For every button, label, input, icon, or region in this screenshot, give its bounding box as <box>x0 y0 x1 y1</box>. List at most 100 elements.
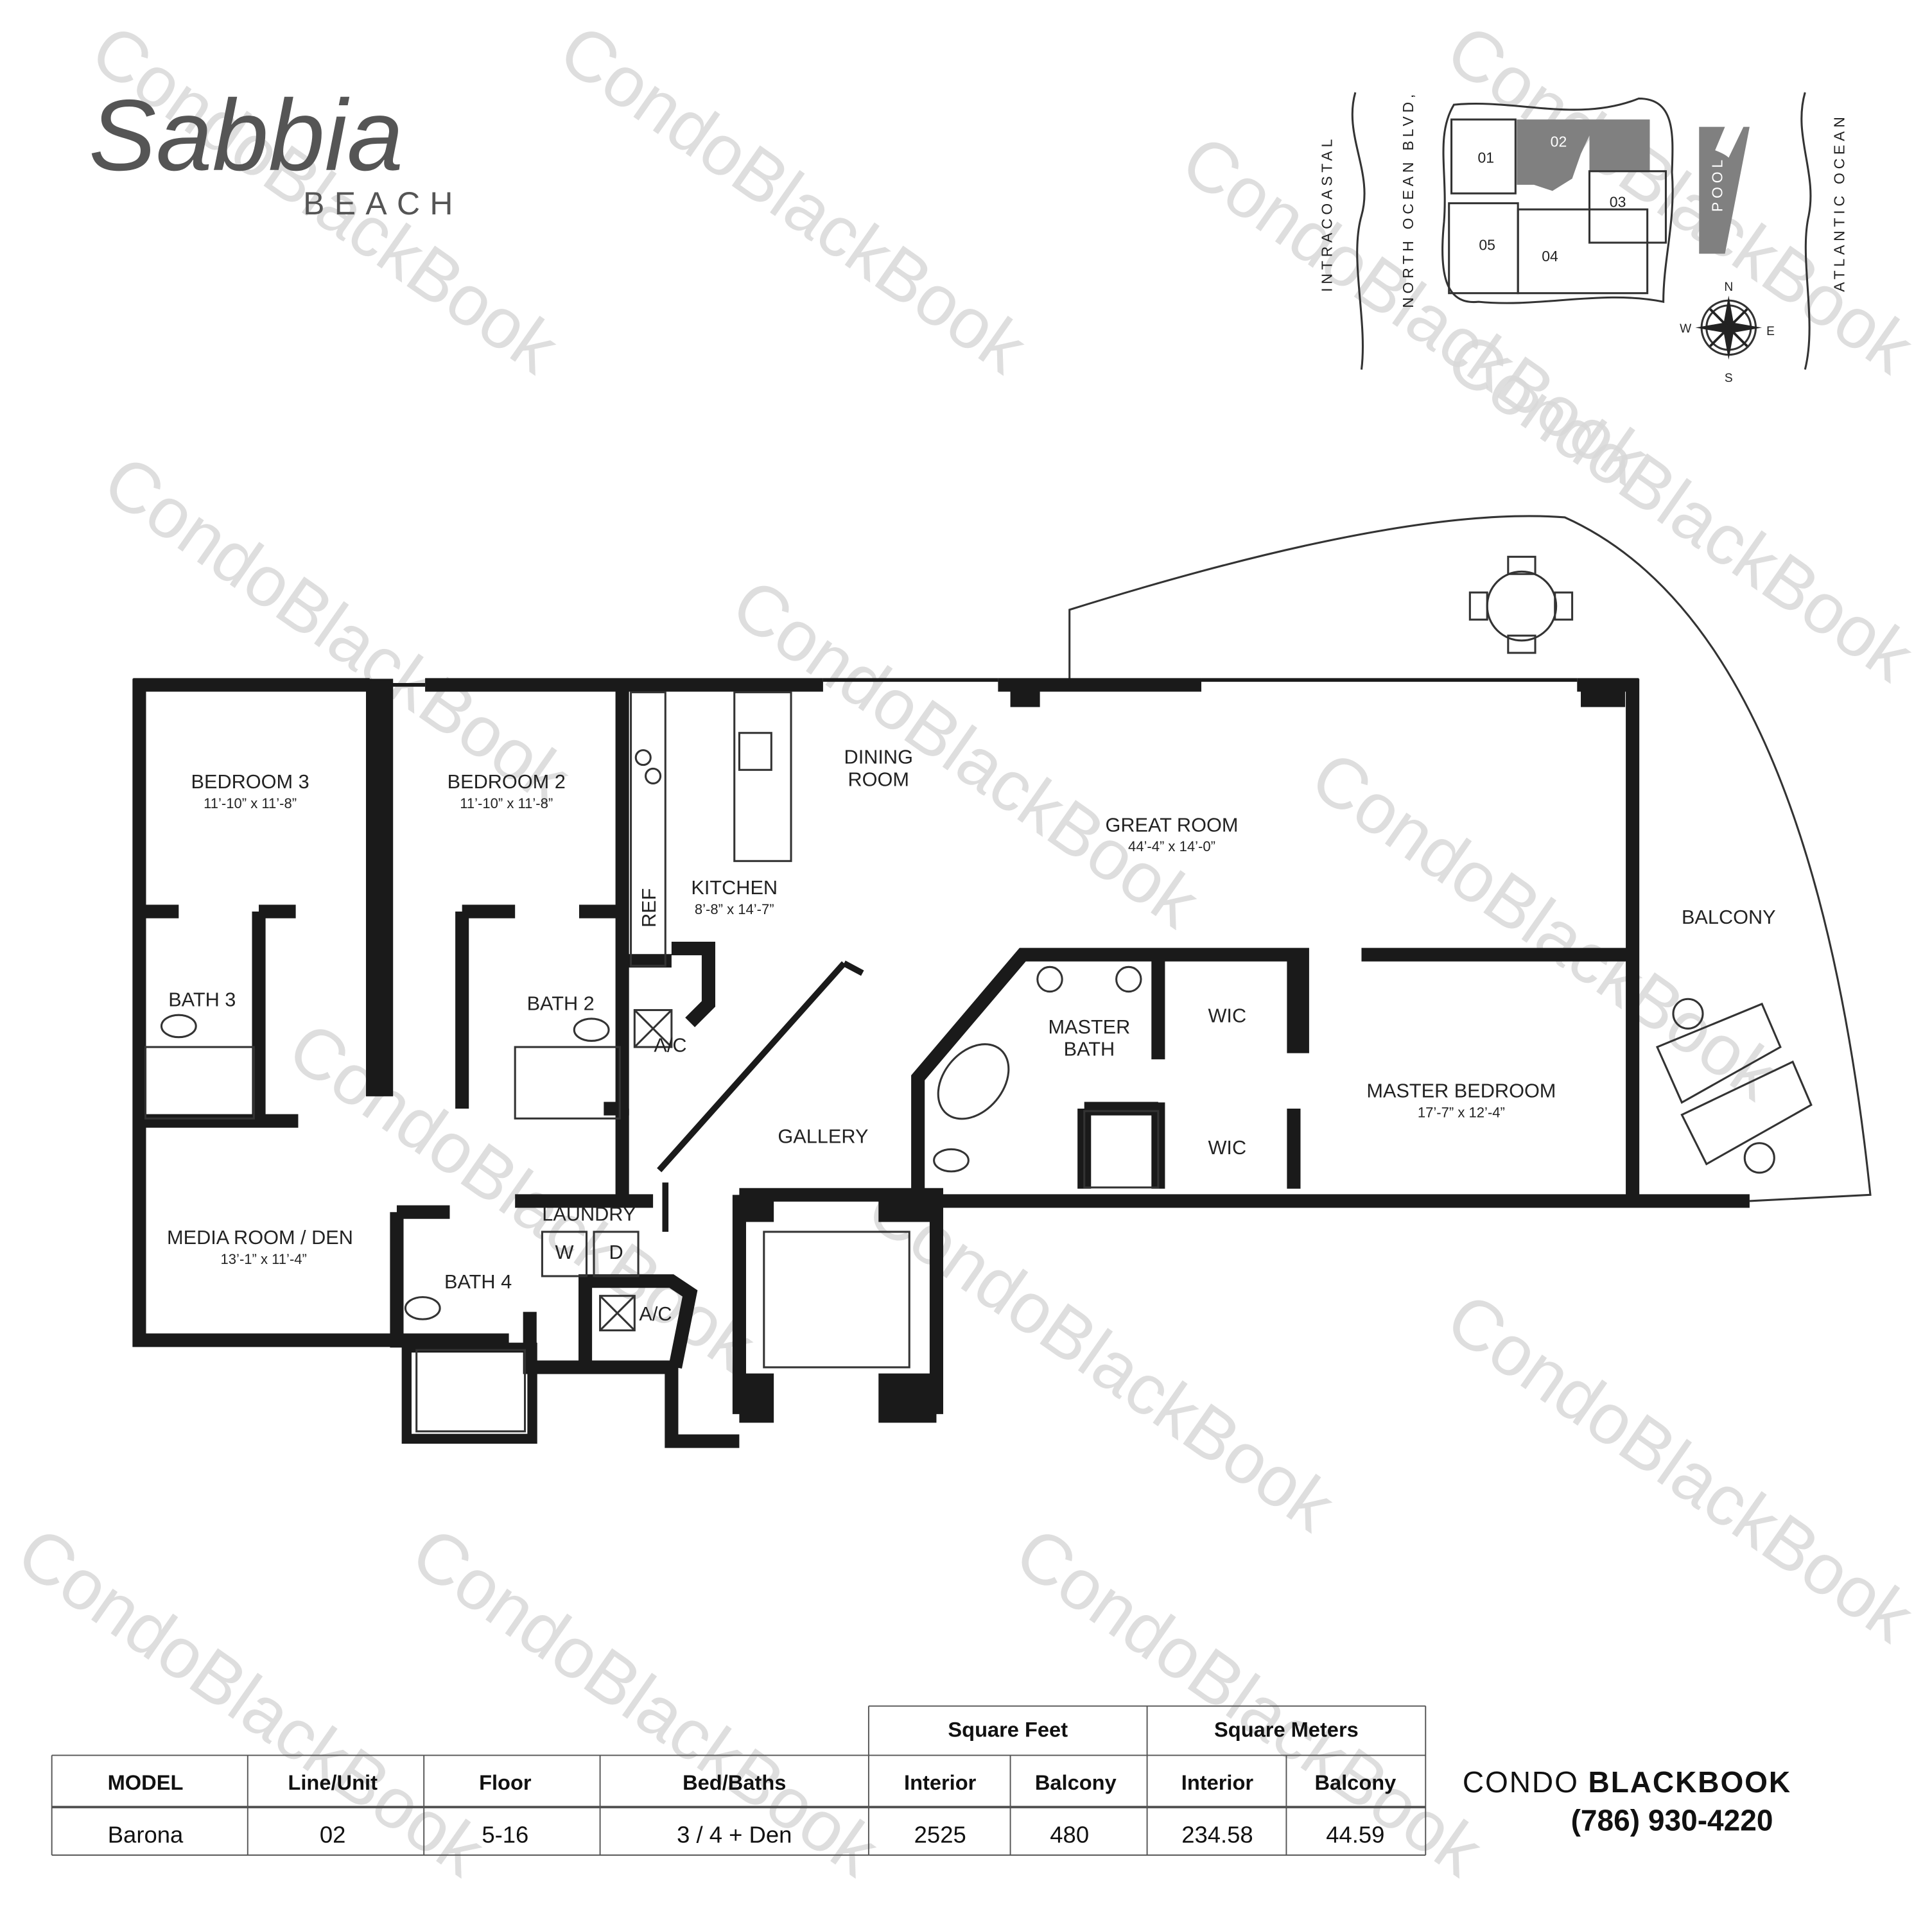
washer-icon <box>541 1231 588 1277</box>
table-cell: 2525 <box>914 1822 966 1848</box>
key-label-04: 04 <box>1542 248 1558 264</box>
table-cell: 5-16 <box>482 1822 528 1848</box>
bathtub-icon <box>937 1043 1010 1120</box>
col-header: Bed/Baths <box>683 1770 786 1794</box>
toilet-icon <box>160 1014 197 1039</box>
logo-sub: BEACH <box>303 186 463 221</box>
laundry-label: LAUNDRY <box>542 1203 636 1225</box>
dining-room-label-2: ROOM <box>848 768 909 790</box>
media-room-dim: 13’-1” x 11’-4” <box>221 1251 307 1267</box>
col-header: Line/Unit <box>288 1770 378 1794</box>
dryer-icon <box>593 1231 640 1277</box>
key-unit-01 <box>1450 118 1517 195</box>
kitchen-counter <box>630 691 666 967</box>
toilet-icon <box>573 1017 610 1042</box>
ocean-label: ATLANTIC OCEAN <box>1831 113 1848 291</box>
lounge-chairs-icon <box>1655 998 1813 1174</box>
intracoastal-label: INTRACOASTAL <box>1318 135 1335 292</box>
room-labels: BEDROOM 3 11’-10” x 11’-8” BEDROOM 2 11’… <box>167 746 1776 1325</box>
key-unit-05 <box>1448 202 1519 295</box>
balcony-outline <box>1068 515 1872 1202</box>
col-header: Floor <box>479 1770 532 1794</box>
bath-2-label: BATH 2 <box>527 992 595 1014</box>
pool-shape <box>1699 126 1750 254</box>
ref-label: REF <box>638 888 660 928</box>
intracoastal-wave <box>1351 92 1366 370</box>
shower-icon <box>144 1046 255 1120</box>
road-label: NORTH OCEAN BLVD, <box>1400 91 1416 308</box>
kitchen-island <box>733 691 792 862</box>
key-plan: INTRACOASTAL NORTH OCEAN BLVD, ATLANTIC … <box>1318 91 1847 385</box>
watermark: CondoBlackBook <box>90 440 585 820</box>
square-meters-header: Square Meters <box>1214 1718 1359 1742</box>
ocean-wave <box>1800 92 1812 370</box>
phone-number: (786) 930-4220 <box>1571 1803 1773 1837</box>
shower-icon <box>1083 1110 1160 1189</box>
elevator-vestibule <box>763 1231 910 1369</box>
balcony-label: BALCONY <box>1682 906 1776 928</box>
table-cell: 44.59 <box>1326 1822 1384 1848</box>
compass-rose-icon: N S E W <box>1680 281 1775 385</box>
toilet-icon <box>933 1148 970 1173</box>
key-unit-02-highlight <box>1517 119 1650 191</box>
bedroom-2-label: BEDROOM 2 <box>448 770 566 793</box>
key-label-03: 03 <box>1610 193 1626 210</box>
toilet-icon <box>404 1296 441 1320</box>
col-header: Interior <box>904 1770 977 1794</box>
square-feet-header: Square Feet <box>948 1718 1068 1742</box>
kitchen-label: KITCHEN <box>691 876 778 899</box>
key-label-02: 02 <box>1551 133 1567 150</box>
master-bedroom-label: MASTER BEDROOM <box>1366 1080 1556 1102</box>
media-room-label: MEDIA ROOM / DEN <box>167 1226 353 1249</box>
bath-3-label: BATH 3 <box>168 989 236 1011</box>
great-room-label: GREAT ROOM <box>1106 813 1239 836</box>
vanity-sink-icon <box>1115 965 1142 993</box>
compass-n: N <box>1724 281 1733 294</box>
walls <box>132 678 1750 1448</box>
washer-label: W <box>555 1241 573 1263</box>
bath-4-label: BATH 4 <box>444 1270 512 1293</box>
unit-specs-table: Square Feet Square Meters MODEL Line/Uni… <box>51 1705 1427 1856</box>
logo-script: Sabbia <box>89 80 403 192</box>
wic-label: WIC <box>1208 1005 1246 1027</box>
ac-unit-icon <box>633 1008 673 1048</box>
wic-label: WIC <box>1208 1136 1246 1159</box>
col-header: MODEL <box>108 1770 184 1794</box>
ac-label-2: A/C <box>639 1302 672 1325</box>
great-room-dim: 44’-4” x 14’-0” <box>1128 838 1215 854</box>
compass-w: W <box>1680 322 1692 336</box>
watermark: CondoBlackBook <box>718 563 1213 943</box>
shower-icon <box>514 1046 621 1120</box>
pool-label: POOL <box>1709 156 1726 212</box>
ac-unit-icon <box>599 1295 636 1331</box>
kitchen-dim: 8’-8” x 14’-7” <box>695 901 774 917</box>
cooktop-icon <box>634 749 652 766</box>
key-label-01: 01 <box>1477 149 1494 166</box>
sink-icon <box>738 732 772 771</box>
condo-blackbook-contact: CONDO BLACKBOOK (786) 930-4220 <box>1463 1765 1791 1837</box>
dining-table-icon <box>1468 555 1574 654</box>
site-outline <box>1441 97 1674 304</box>
table-cell: 480 <box>1050 1822 1089 1848</box>
brand-line: CONDO BLACKBOOK <box>1463 1765 1791 1799</box>
table-cell: Barona <box>108 1822 184 1848</box>
brand-bold: BLACKBOOK <box>1588 1765 1792 1799</box>
col-header: Interior <box>1181 1770 1254 1794</box>
compass-e: E <box>1766 325 1775 338</box>
bedroom-3-label: BEDROOM 3 <box>191 770 309 793</box>
col-header: Balcony <box>1314 1770 1396 1794</box>
bedroom-2-dim: 11’-10” x 11’-8” <box>460 795 553 811</box>
compass-s: S <box>1725 372 1733 385</box>
brand-light: CONDO <box>1463 1765 1579 1799</box>
ac-label: A/C <box>654 1034 686 1057</box>
watermark: CondoBlackBook <box>1432 1277 1928 1657</box>
gallery-label: GALLERY <box>778 1125 868 1148</box>
master-bath-label: MASTER <box>1048 1016 1130 1038</box>
sabbia-beach-logo: Sabbia BEACH <box>89 80 463 221</box>
table-cell: 234.58 <box>1181 1822 1253 1848</box>
watermark: CondoBlackBook <box>546 8 1041 388</box>
dryer-label: D <box>609 1241 623 1263</box>
master-bedroom-dim: 17’-7” x 12’-4” <box>1418 1104 1505 1120</box>
vanity-sink-icon <box>1036 965 1063 993</box>
